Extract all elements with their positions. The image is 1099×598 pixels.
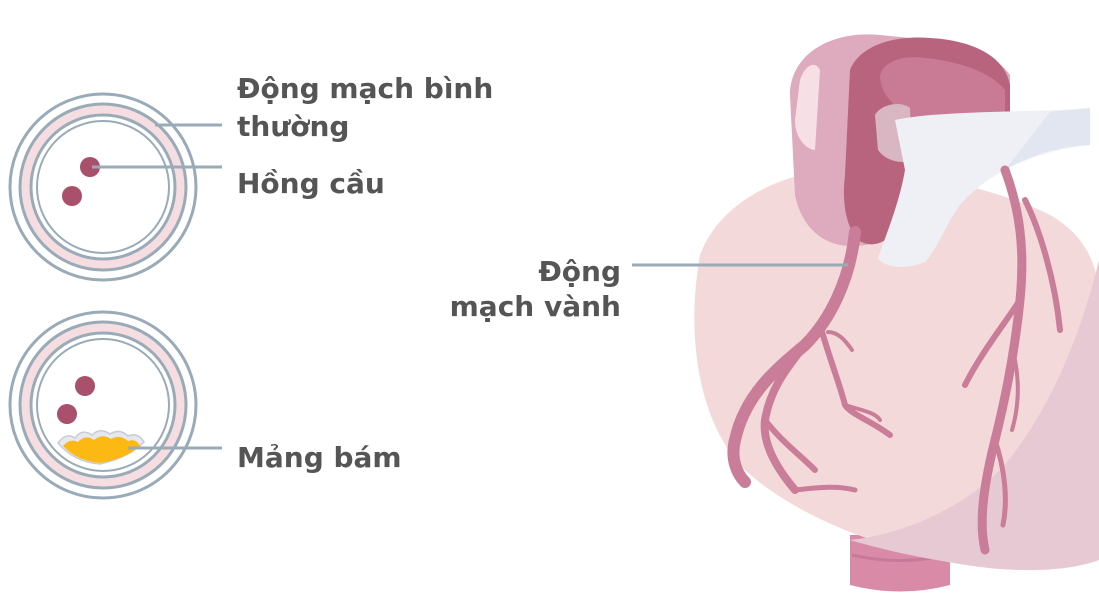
red-blood-cell — [75, 376, 95, 396]
red-blood-cell-label: Hồng cầu — [237, 167, 385, 200]
normal-artery-label-line2: thường — [237, 110, 349, 143]
normal-artery-cross-section — [10, 94, 196, 280]
coronary-artery-label-line2: mạch vành — [450, 290, 621, 323]
coronary-artery-label-line1: Động — [538, 255, 621, 288]
coronary-branch — [795, 487, 855, 490]
plaque-label: Mảng bám — [237, 441, 402, 474]
red-blood-cell — [62, 186, 82, 206]
normal-artery-label-line1: Động mạch bình — [237, 72, 493, 105]
heart-illustration — [694, 34, 1099, 591]
normal-artery-lumen — [37, 121, 169, 253]
plaque-artery-cross-section — [10, 312, 196, 498]
red-blood-cell — [57, 404, 77, 424]
